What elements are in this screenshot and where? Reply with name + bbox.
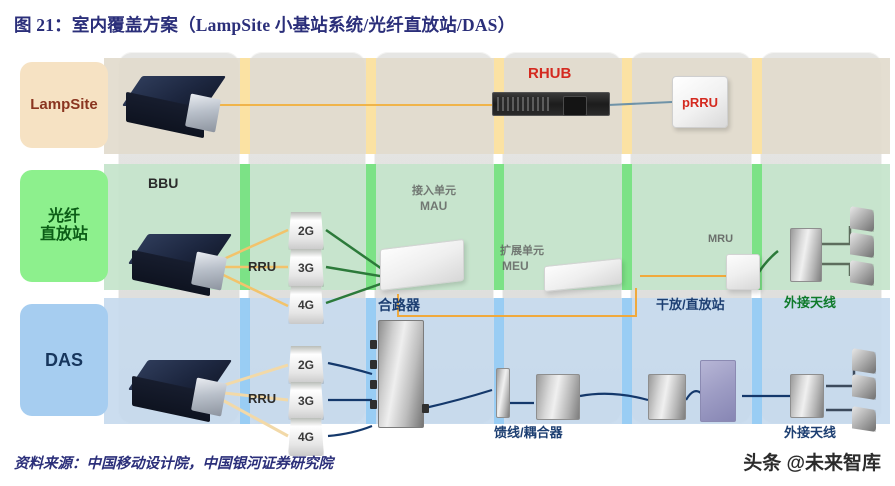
fiber-external-antenna-label: 外接天线 bbox=[784, 295, 837, 310]
meu-label-en: MEU bbox=[502, 259, 529, 273]
fiber-antenna-3 bbox=[850, 260, 874, 286]
server-side-face bbox=[191, 377, 227, 417]
rhub-device bbox=[492, 92, 610, 116]
trunk-amplifier-device bbox=[648, 374, 686, 420]
figure-title: 图 21：室内覆盖方案（LampSite 小基站系统/光纤直放站/DAS） bbox=[14, 15, 516, 35]
mau-label-en: MAU bbox=[420, 199, 448, 213]
server-side-face bbox=[185, 93, 221, 133]
das-rru-3g: 3G bbox=[288, 382, 324, 420]
fiber-bbu-label: BBU bbox=[148, 175, 179, 191]
stripe-fiber-3 bbox=[494, 164, 504, 290]
stripe-fiber-5 bbox=[752, 164, 762, 290]
combiner-port-4 bbox=[370, 400, 377, 409]
source-note: 资料来源：中国移动设计院，中国银河证券研究院 bbox=[14, 456, 333, 472]
stripe-lampsite-4 bbox=[622, 58, 632, 154]
fiber-rru-4g: 4G bbox=[288, 286, 324, 324]
stripe-fiber-4 bbox=[622, 164, 632, 290]
das-rru-2g: 2G bbox=[288, 346, 324, 384]
stripe-das-4 bbox=[622, 298, 632, 424]
stripe-lampsite-1 bbox=[240, 58, 250, 154]
server-side-face bbox=[191, 251, 227, 291]
das-antenna-hub bbox=[790, 374, 824, 418]
row-label-fiber-text: 光纤 直放站 bbox=[40, 208, 88, 245]
fiber-rru-3g: 3G bbox=[288, 249, 324, 287]
prru-label: pRRU bbox=[681, 94, 719, 110]
row-label-fiber: 光纤 直放站 bbox=[20, 170, 108, 282]
das-rru-label: RRU bbox=[248, 391, 277, 406]
stripe-das-3 bbox=[494, 298, 504, 424]
stripe-fiber-1 bbox=[240, 164, 250, 290]
fiber-bbu-server bbox=[127, 234, 233, 297]
combiner-device bbox=[378, 320, 424, 428]
stripe-lampsite-2 bbox=[366, 58, 376, 154]
das-antenna-2 bbox=[852, 374, 876, 400]
row-label-lampsite-text: LampSite bbox=[30, 96, 98, 114]
das-bbu-server bbox=[127, 360, 233, 423]
row-label-das: DAS bbox=[20, 304, 108, 416]
watermark: 头条 @未来智库 bbox=[743, 453, 881, 474]
das-antenna-1 bbox=[852, 348, 876, 374]
prru-device: pRRU bbox=[672, 76, 728, 128]
coupler-device bbox=[536, 374, 580, 420]
fiber-antenna-hub bbox=[790, 228, 822, 282]
fiber-antenna-2 bbox=[850, 232, 874, 258]
row-label-lampsite: LampSite bbox=[20, 62, 108, 148]
lampsite-bbu-server bbox=[121, 76, 227, 139]
combiner-port-out bbox=[422, 404, 429, 413]
meu-label-cn: 扩展单元 bbox=[500, 245, 544, 257]
fiber-antenna-1 bbox=[850, 206, 874, 232]
stripe-lampsite-5 bbox=[752, 58, 762, 154]
das-antenna-3 bbox=[852, 406, 876, 432]
mru-label: MRU bbox=[708, 233, 734, 245]
stripe-fiber-2 bbox=[366, 164, 376, 290]
das-external-antenna-label: 外接天线 bbox=[784, 425, 837, 440]
combiner-port-2 bbox=[370, 360, 377, 369]
mru-device bbox=[726, 254, 760, 290]
feeder-device bbox=[496, 368, 510, 418]
fiber-rru-2g: 2G bbox=[288, 212, 324, 250]
fiber-rru-label: RRU bbox=[248, 259, 277, 274]
diagram-canvas: LampSite 光纤 直放站 DAS RHUB pRRU BBU bbox=[0, 48, 895, 456]
combiner-port-3 bbox=[370, 380, 377, 389]
repeater-label: 干放/直放站 bbox=[656, 297, 725, 312]
feeder-coupler-label: 馈线/耦合器 bbox=[494, 425, 563, 440]
row-label-fiber-line1: 光纤 bbox=[47, 207, 80, 225]
rhub-label: RHUB bbox=[528, 65, 572, 82]
row-label-fiber-line2: 直放站 bbox=[39, 226, 88, 243]
mau-label-cn: 接入单元 bbox=[412, 185, 456, 197]
combiner-label: 合路器 bbox=[378, 297, 420, 313]
repeater-device bbox=[700, 360, 736, 422]
das-rru-4g: 4G bbox=[288, 418, 324, 456]
combiner-port-1 bbox=[370, 340, 377, 349]
row-label-das-text: DAS bbox=[44, 349, 83, 370]
stripe-das-5 bbox=[752, 298, 762, 424]
stripe-das-1 bbox=[240, 298, 250, 424]
